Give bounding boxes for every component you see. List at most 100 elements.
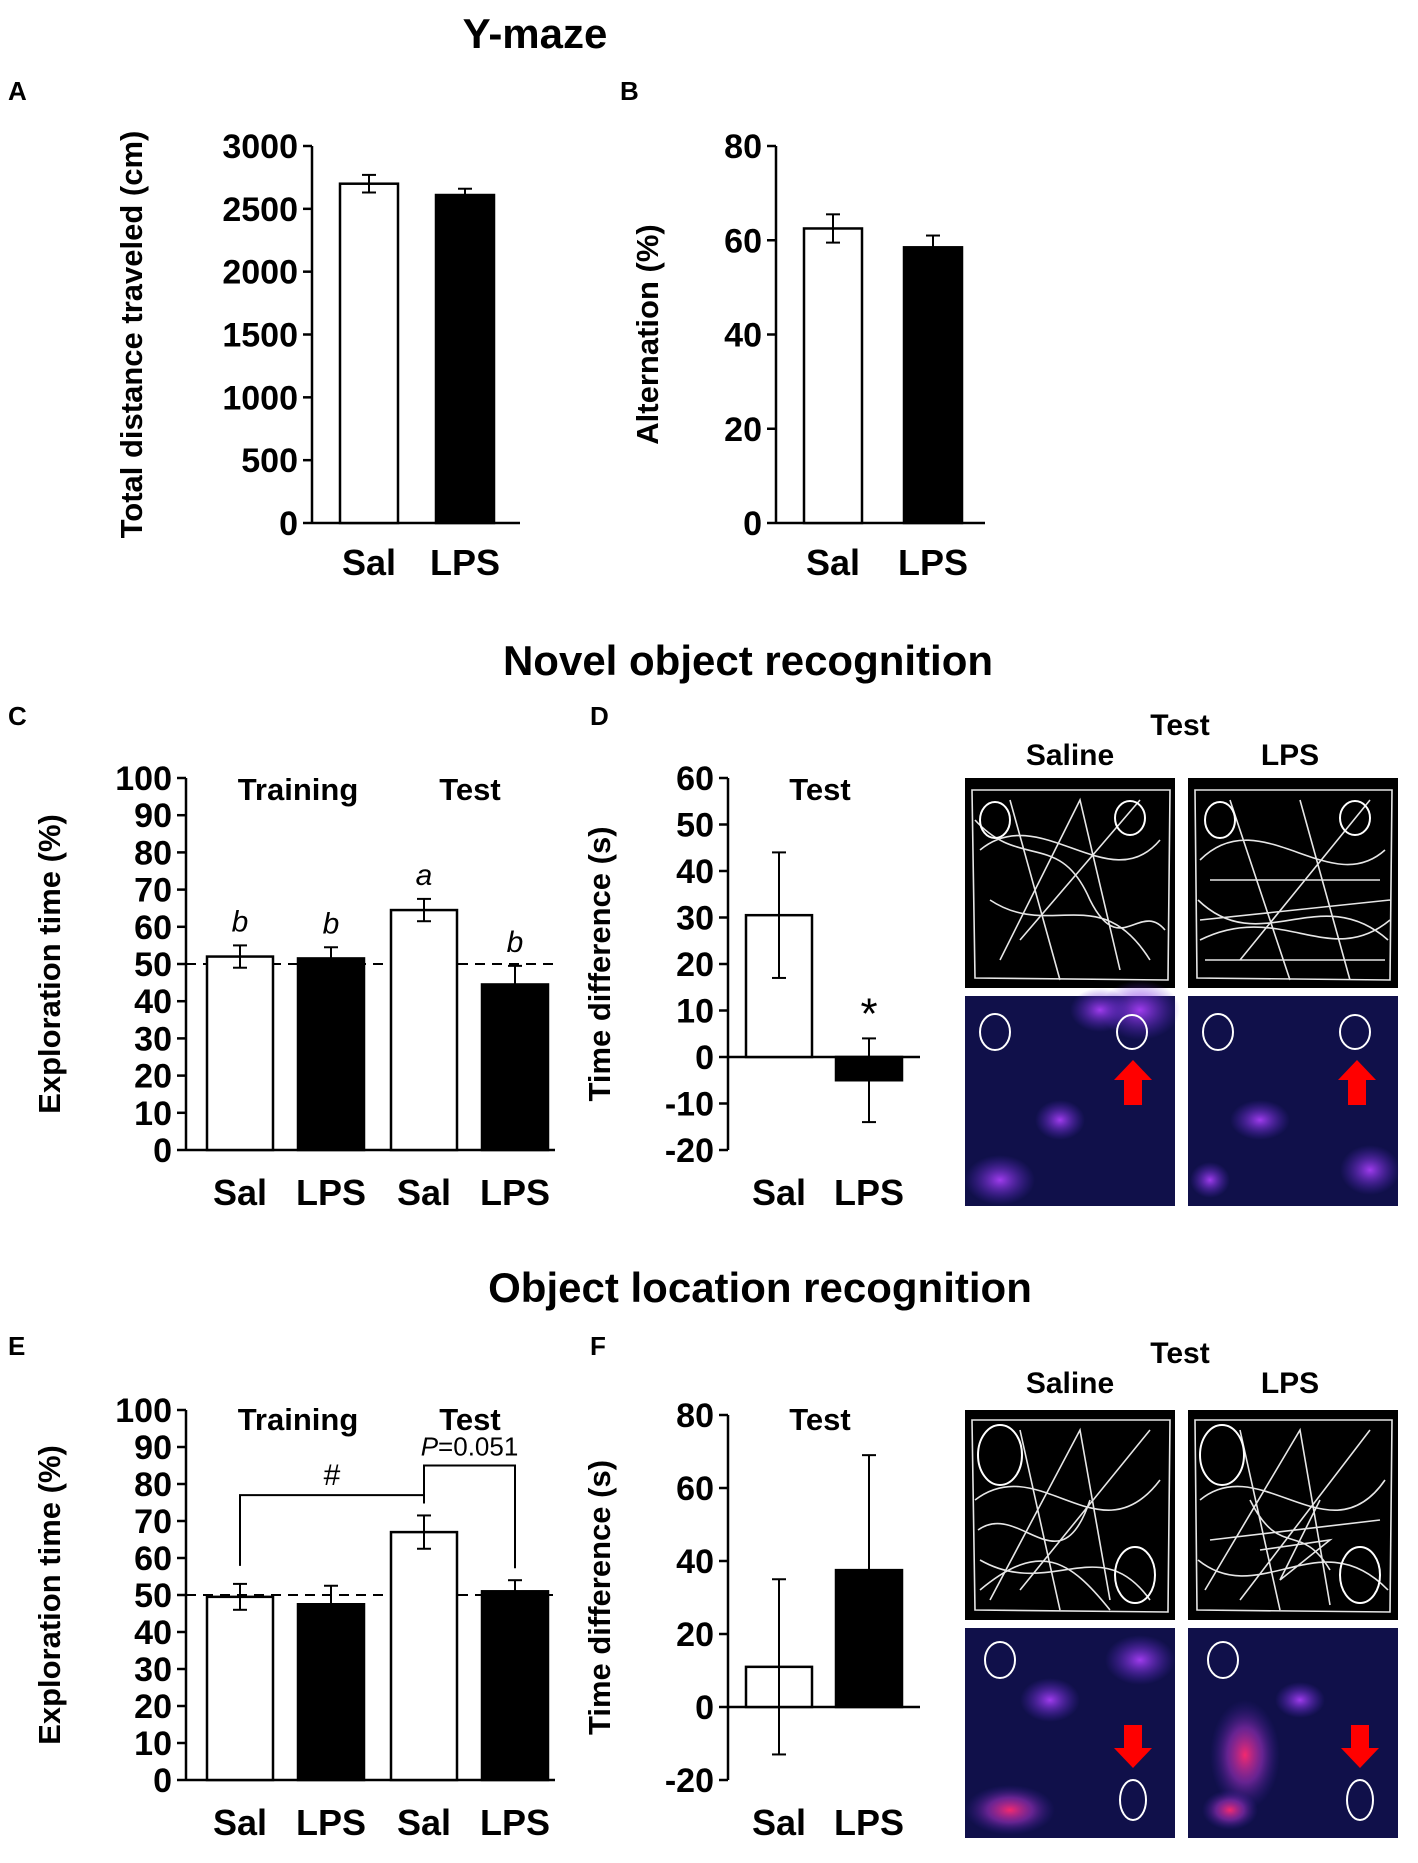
y-tick-label: -20 xyxy=(665,1132,714,1170)
category-label: LPS xyxy=(430,542,500,583)
y-tick-label: -20 xyxy=(665,1762,714,1800)
y-tick-label: 70 xyxy=(134,1503,172,1541)
bar-sal xyxy=(205,955,275,1152)
category-label: Sal xyxy=(213,1802,267,1843)
y-tick-label: 0 xyxy=(153,1132,172,1170)
y-tick-label: 20 xyxy=(676,1616,714,1654)
y-tick-label: 60 xyxy=(676,1470,714,1508)
y-tick-label: 20 xyxy=(134,1688,172,1726)
y-axis-label: Exploration time (%) xyxy=(32,1445,67,1745)
nor-test-label: Test xyxy=(1150,709,1209,742)
heatmap-image xyxy=(965,1628,1175,1838)
y-tick-label: 50 xyxy=(134,946,172,984)
y-tick-label: 70 xyxy=(134,872,172,910)
y-tick-label: 60 xyxy=(676,760,714,798)
category-label: LPS xyxy=(834,1172,904,1213)
y-tick-label: 2000 xyxy=(222,254,298,292)
y-tick-label: 40 xyxy=(724,317,762,355)
y-tick-label: 40 xyxy=(676,853,714,891)
significance-letter: b xyxy=(323,907,340,940)
panel-label-e: E xyxy=(8,1331,25,1361)
bar-sal xyxy=(389,1530,459,1782)
y-tick-label: 80 xyxy=(724,128,762,166)
bar-lps xyxy=(296,957,366,1152)
y-tick-label: 2500 xyxy=(222,191,298,229)
bar-sal xyxy=(338,182,400,525)
trajectory-image xyxy=(1188,778,1398,988)
bar-lps xyxy=(480,1590,550,1782)
section-title-nor: Novel object recognition xyxy=(503,637,993,684)
bar-lps xyxy=(902,246,964,525)
category-label: Sal xyxy=(213,1172,267,1213)
category-label: LPS xyxy=(296,1802,366,1843)
y-tick-label: 50 xyxy=(676,807,714,845)
y-tick-label: 1000 xyxy=(222,379,298,417)
y-tick-label: 1500 xyxy=(222,317,298,355)
y-axis-label: Time difference (s) xyxy=(582,826,617,1101)
panel-label-b: B xyxy=(620,76,639,106)
significance-letter: b xyxy=(507,926,524,959)
y-tick-label: 60 xyxy=(134,909,172,947)
trajectory-image xyxy=(965,1410,1175,1620)
y-tick-label: 30 xyxy=(134,1020,172,1058)
y-tick-label: 20 xyxy=(134,1058,172,1096)
category-label: LPS xyxy=(898,542,968,583)
y-tick-label: 0 xyxy=(743,505,762,543)
group-label: Training xyxy=(238,1402,359,1437)
bar-lps xyxy=(296,1603,366,1782)
panel-label-a: A xyxy=(8,76,27,106)
y-tick-label: 0 xyxy=(695,1689,714,1727)
y-tick-label: 100 xyxy=(115,1392,172,1430)
y-tick-label: 20 xyxy=(676,946,714,984)
red-arrow-icon xyxy=(1341,1725,1379,1768)
significance-letter: b xyxy=(232,905,249,938)
chart-title: Test xyxy=(789,1402,850,1437)
category-label: Sal xyxy=(752,1802,806,1843)
section-title-ymaze: Y-maze xyxy=(463,10,608,57)
y-tick-label: 50 xyxy=(134,1577,172,1615)
y-tick-label: 80 xyxy=(676,1397,714,1435)
y-axis-label: Alternation (%) xyxy=(630,224,665,444)
y-tick-label: 60 xyxy=(724,222,762,260)
y-tick-label: 10 xyxy=(134,1725,172,1763)
olr-track-images: Test Saline LPS xyxy=(965,1337,1398,1838)
category-label: LPS xyxy=(834,1802,904,1843)
trajectory-image xyxy=(1188,1410,1398,1620)
bracket-hash xyxy=(239,1494,425,1566)
heatmap-image xyxy=(965,980,1180,1206)
y-axis-label: Exploration time (%) xyxy=(32,814,67,1114)
y-tick-label: 10 xyxy=(134,1095,172,1133)
y-tick-label: -10 xyxy=(665,1086,714,1124)
y-tick-label: 90 xyxy=(134,797,172,835)
section-title-olr: Object location recognition xyxy=(488,1264,1032,1311)
category-label: LPS xyxy=(480,1802,550,1843)
y-tick-label: 60 xyxy=(134,1540,172,1578)
hash-annotation: # xyxy=(324,1459,341,1492)
nor-lps-label: LPS xyxy=(1261,739,1319,772)
bar-sal xyxy=(389,908,459,1152)
bar-lps xyxy=(434,193,496,525)
olr-saline-label: Saline xyxy=(1026,1367,1114,1400)
y-tick-label: 40 xyxy=(134,983,172,1021)
y-tick-label: 3000 xyxy=(222,128,298,166)
y-tick-label: 40 xyxy=(134,1614,172,1652)
red-arrow-icon xyxy=(1114,1060,1152,1105)
y-tick-label: 20 xyxy=(724,411,762,449)
y-tick-label: 0 xyxy=(279,505,298,543)
bar-lps xyxy=(480,983,550,1152)
p-value-annotation: P=0.051 xyxy=(421,1432,519,1462)
y-tick-label: 40 xyxy=(676,1543,714,1581)
y-tick-label: 0 xyxy=(153,1762,172,1800)
olr-test-label: Test xyxy=(1150,1337,1209,1370)
y-tick-label: 90 xyxy=(134,1429,172,1467)
panel-label-c: C xyxy=(8,701,27,731)
bar-sal xyxy=(205,1595,275,1782)
nor-saline-label: Saline xyxy=(1026,739,1114,772)
